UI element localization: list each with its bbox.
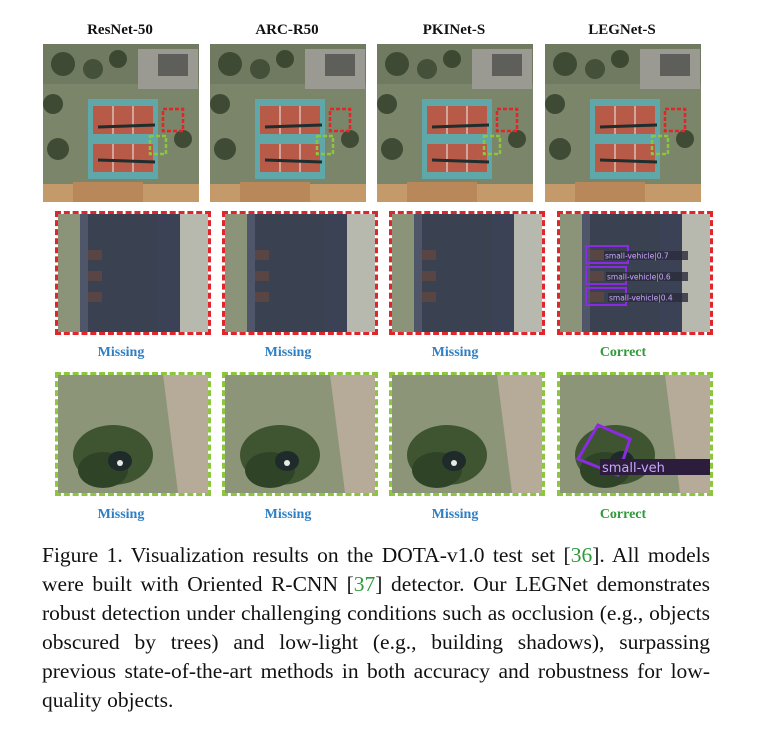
result-label-shadow-arc-r50: Missing	[264, 345, 312, 360]
detection-label: small-veh	[602, 461, 665, 476]
result-label-shadow-pkinet-s: Missing	[431, 345, 479, 360]
result-label-occlusion-legnet-s: Correct	[599, 507, 647, 522]
aerial-image-legnet-s	[545, 44, 701, 202]
crop-shadow-pkinet-s	[389, 211, 545, 335]
result-label-occlusion-pkinet-s: Missing	[431, 507, 479, 522]
result-label-occlusion-resnet50: Missing	[97, 507, 145, 522]
detection-label: small-vehicle|0.7	[605, 252, 669, 261]
aerial-image-pkinet-s	[377, 44, 533, 202]
crop-shadow-legnet-s: small-vehicle|0.7 small-vehicle|0.6 small-…	[557, 211, 713, 335]
figure-caption: Figure 1. Visualization results on the D…	[42, 541, 710, 715]
detection-label: small-vehicle|0.6	[607, 273, 671, 282]
aerial-image-resnet50	[43, 44, 199, 202]
detection-label: small-vehicle|0.4	[609, 294, 673, 303]
column-title-resnet50: ResNet-50	[87, 22, 153, 38]
crop-occlusion-pkinet-s	[389, 372, 545, 496]
column-title-legnet-s: LEGNet-S	[588, 22, 656, 38]
result-label-shadow-resnet50: Missing	[97, 345, 145, 360]
crop-occlusion-resnet50	[55, 372, 211, 496]
result-label-shadow-legnet-s: Correct	[599, 345, 647, 360]
citation-37[interactable]: 37	[353, 572, 376, 596]
crop-shadow-arc-r50	[222, 211, 378, 335]
column-title-arc-r50: ARC-R50	[255, 22, 319, 38]
column-title-pkinet-s: PKINet-S	[422, 22, 486, 38]
aerial-image-arc-r50	[210, 44, 366, 202]
crop-occlusion-legnet-s: small-veh	[557, 372, 713, 496]
caption-text-1: Figure 1. Visualization results on the D…	[42, 543, 571, 567]
citation-36[interactable]: 36	[570, 543, 593, 567]
caption-text-2: ]. All models were built with Oriented R…	[42, 543, 710, 596]
caption-text-3: ] detector. Our LEGNet demonstrates robu…	[42, 572, 711, 712]
crop-shadow-resnet50	[55, 211, 211, 335]
crop-occlusion-arc-r50	[222, 372, 378, 496]
result-label-occlusion-arc-r50: Missing	[264, 507, 312, 522]
